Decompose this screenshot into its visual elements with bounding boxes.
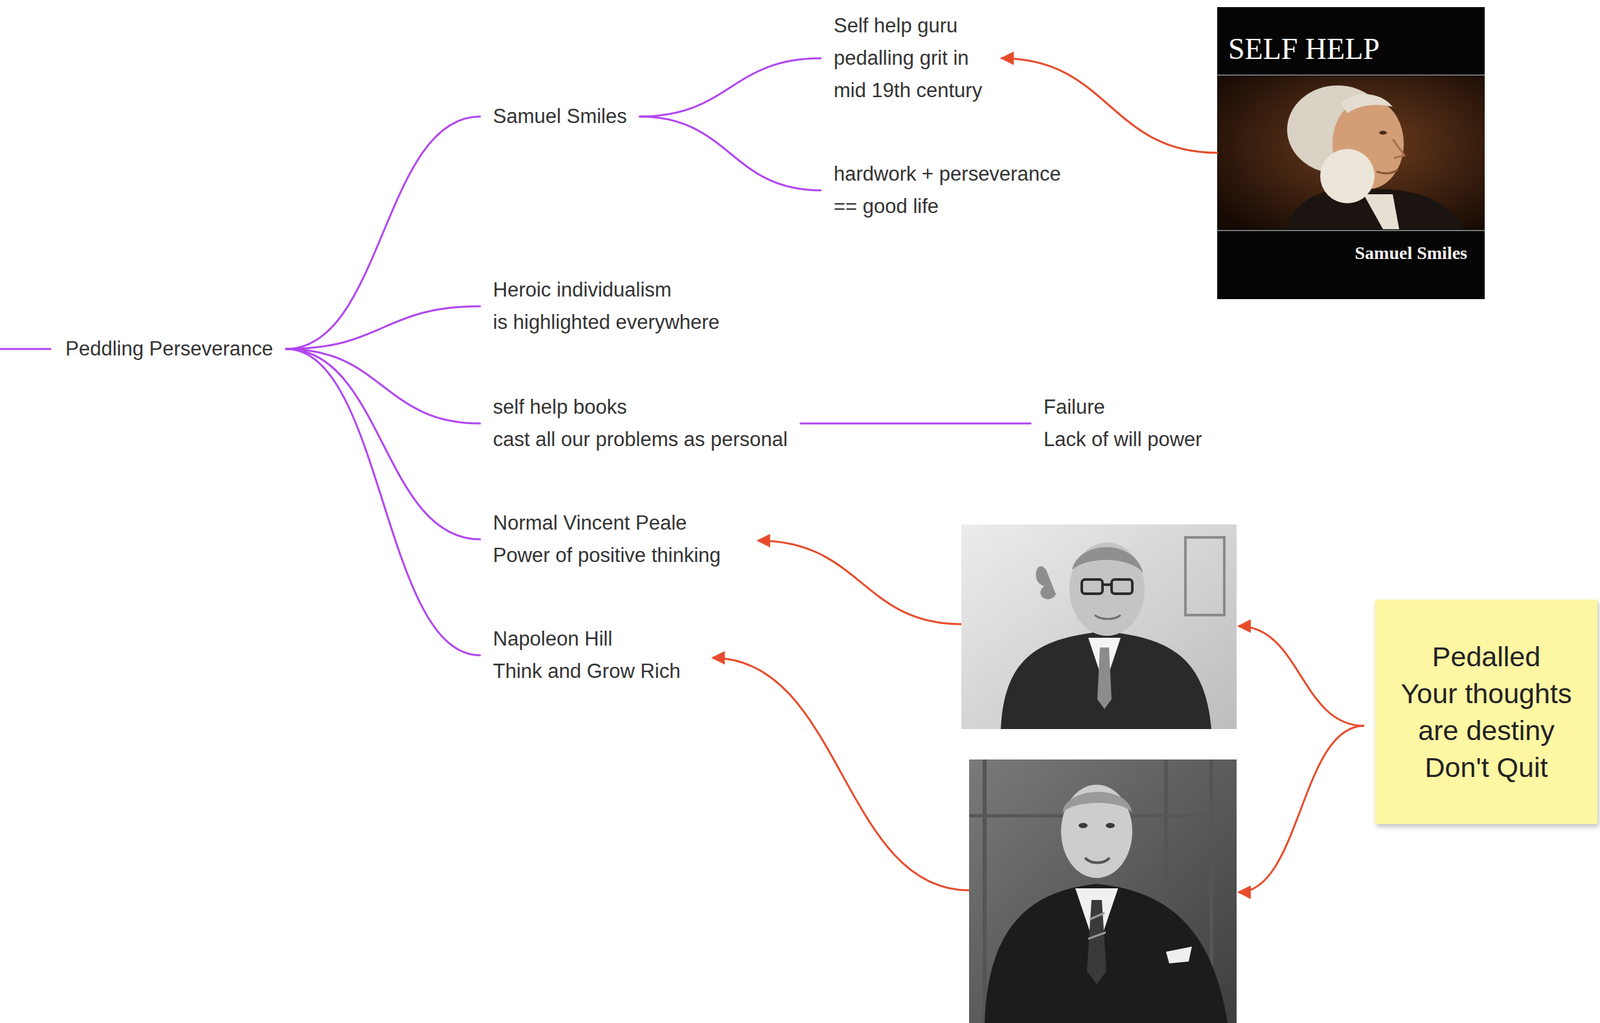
text-line: Napoleon Hill (492, 623, 681, 656)
node-text: Normal Vincent Peale Power of positive t… (492, 507, 721, 572)
portrait-photo (969, 759, 1237, 1023)
root-topic: Peddling Perseverance (65, 332, 274, 366)
text-line: Power of positive thinking (492, 539, 721, 572)
node-text: SELF HELP (1217, 29, 1485, 69)
node-text: Heroic individualism is highlighted ever… (492, 274, 720, 339)
text-line: Your thoughts (1401, 675, 1573, 713)
text-line: Normal Vincent Peale (492, 507, 721, 540)
node-text: Napoleon Hill Think and Grow Rich (492, 623, 681, 688)
branch-connector (286, 349, 480, 540)
branch-connector (286, 349, 480, 656)
node-text: self help books cast all our problems as… (492, 391, 788, 457)
topic-text: Samuel Smiles (492, 100, 628, 133)
node-text: Self help guru pedalling grit in mid 19t… (833, 9, 983, 107)
text-line: hardwork + perseverance (833, 158, 1062, 191)
book-cover: SELF HELP Samuel Smiles (1217, 7, 1485, 300)
text-line: Lack of will power (1043, 423, 1203, 457)
branch-connector (800, 422, 1031, 425)
text-line: == good life (833, 190, 1062, 223)
text-line: are destiny (1401, 712, 1573, 750)
text-line: Self help guru (833, 9, 983, 43)
text-line: Don't Quit (1401, 749, 1573, 787)
text-line: Peddling Perseverance (65, 332, 274, 366)
topic-text: hardwork + perseverance == good life (833, 158, 1062, 223)
branch-connector (640, 116, 821, 191)
topic-text: Normal Vincent Peale Power of positive t… (492, 507, 721, 572)
text-line: Samuel Smiles (1217, 240, 1468, 267)
lead-line (0, 348, 52, 351)
node-text: hardwork + perseverance == good life (833, 158, 1062, 223)
branch-connector (286, 306, 480, 350)
text-line: mid 19th century (833, 74, 983, 107)
node-text: Samuel Smiles (492, 100, 628, 133)
node-text: Pedalled Your thoughts are destiny Don't… (1401, 638, 1573, 787)
node-text: Peddling Perseverance (65, 332, 274, 366)
note-arrow (1238, 626, 1365, 727)
photo-arrow (712, 658, 970, 891)
portrait-photo (961, 524, 1237, 730)
branch-connector (640, 58, 821, 117)
topic-text: Napoleon Hill Think and Grow Rich (492, 623, 681, 688)
branch-connector (1001, 58, 1218, 153)
text-line: pedalling grit in (833, 42, 983, 75)
topic-text: Failure Lack of will power (1043, 391, 1203, 457)
node-text: Failure Lack of will power (1043, 391, 1203, 457)
text-line: Think and Grow Rich (492, 655, 681, 688)
text-line: self help books (492, 391, 788, 424)
text-line: cast all our problems as personal (492, 423, 788, 457)
note-arrow (1238, 726, 1365, 893)
topic-text: Heroic individualism is highlighted ever… (492, 274, 720, 339)
branch-connector (286, 116, 480, 350)
text-line: is highlighted everywhere (492, 306, 720, 339)
book-cover (1217, 7, 1485, 300)
topic-text: Self help guru pedalling grit in mid 19t… (833, 9, 983, 107)
photo-arrow (757, 540, 962, 625)
text-line: Samuel Smiles (492, 100, 628, 133)
text-line: SELF HELP (1228, 29, 1485, 69)
text-line: Heroic individualism (492, 274, 720, 307)
node-text: Samuel Smiles (1217, 240, 1485, 267)
text-line: Failure (1043, 391, 1203, 424)
text-line: Pedalled (1401, 638, 1573, 676)
topic-text: self help books cast all our problems as… (492, 391, 788, 457)
sticky-note: Pedalled Your thoughts are destiny Don't… (1375, 599, 1598, 825)
